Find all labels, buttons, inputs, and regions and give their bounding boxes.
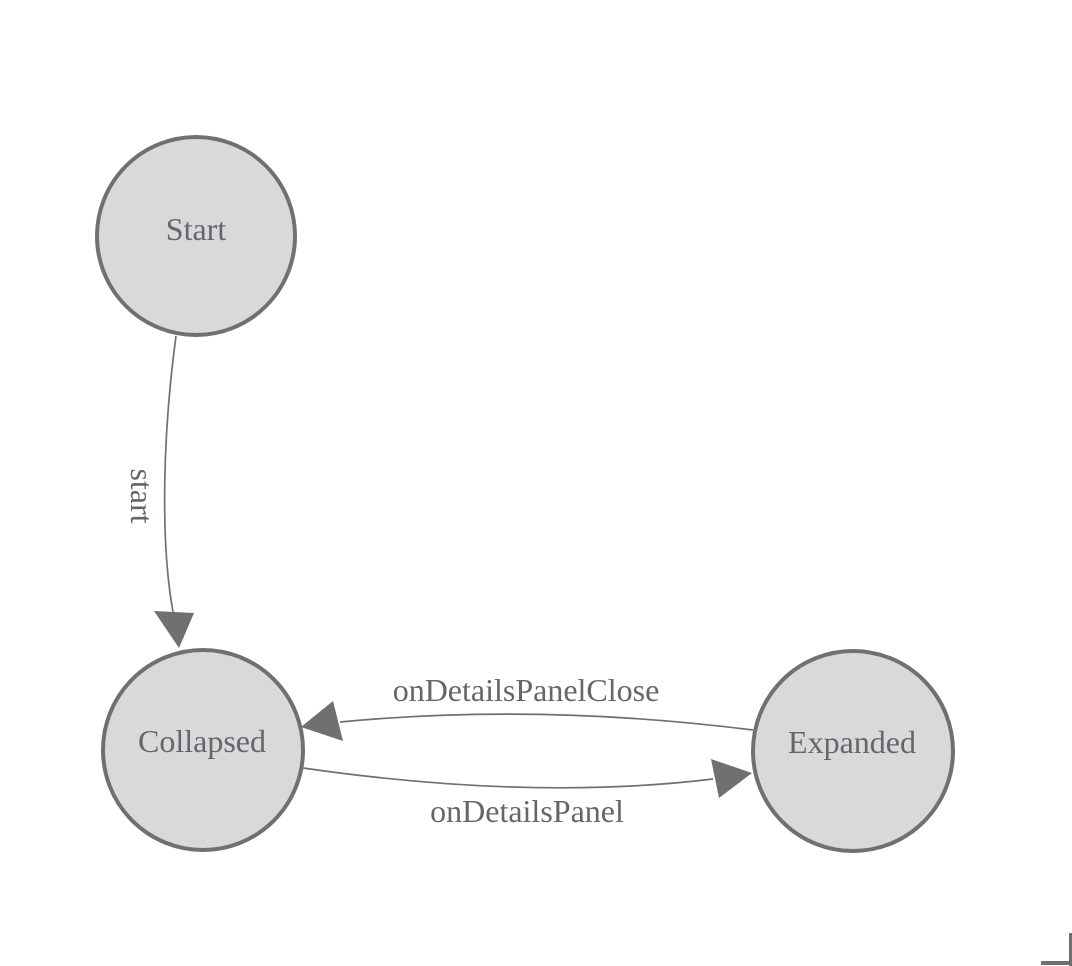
arrowhead-icon — [301, 701, 343, 741]
edge-label-ondetailspanel: onDetailsPanel — [430, 793, 624, 829]
state-node-start[interactable]: Start — [95, 135, 297, 337]
frame-corner-horizontal-bar — [1041, 961, 1072, 965]
frame-resize-corner — [1041, 933, 1072, 966]
edge-line — [163, 335, 177, 613]
arrowhead-icon — [711, 759, 752, 798]
edge-collapsed-to-expanded: onDetailsPanel — [302, 759, 752, 829]
arrowhead-icon — [154, 611, 194, 648]
state-node-expanded[interactable]: Expanded — [751, 649, 955, 853]
state-node-collapsed[interactable]: Collapsed — [101, 648, 305, 852]
edge-expanded-to-collapsed: onDetailsPanelClose — [301, 672, 754, 741]
frame-corner-vertical-bar — [1069, 933, 1072, 966]
edge-line — [302, 767, 714, 789]
edge-label-ondetailspanelclose: onDetailsPanelClose — [393, 672, 660, 708]
node-circle — [751, 649, 955, 853]
node-circle — [101, 648, 305, 852]
node-label: Collapsed — [138, 723, 266, 759]
edge-line — [339, 713, 754, 731]
edge-start-to-collapsed: start — [124, 335, 194, 648]
node-label: Start — [166, 211, 227, 247]
edge-label-start: start — [124, 468, 160, 523]
node-circle — [95, 135, 297, 337]
node-label: Expanded — [788, 724, 916, 760]
